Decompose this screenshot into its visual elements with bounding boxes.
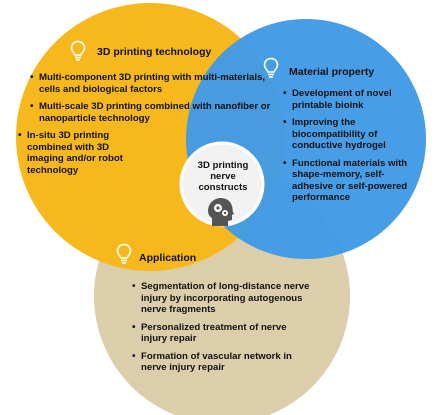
bullet-item: Personalized treatment of nerve injury r… bbox=[132, 322, 310, 345]
bullet-item: Segmentation of long-distance nerve inju… bbox=[132, 281, 310, 316]
application-bullets: Segmentation of long-distance nerve inju… bbox=[132, 281, 310, 380]
printing-bullets: Multi-component 3D printing with multi-m… bbox=[18, 72, 271, 182]
bullet-item: In-situ 3D printing combined with 3D ima… bbox=[18, 130, 137, 176]
bullet-item: Functional materials with shape-memory, … bbox=[283, 158, 415, 204]
lightbulb-icon bbox=[70, 40, 86, 61]
bullet-item: Multi-component 3D printing with multi-m… bbox=[30, 72, 271, 95]
application-title: Application bbox=[139, 252, 197, 264]
lightbulb-icon bbox=[263, 57, 279, 78]
bullet-item: Improving the biocompatibility of conduc… bbox=[283, 117, 415, 152]
bullet-item: Formation of vascular network in nerve i… bbox=[132, 351, 310, 374]
printing-title: 3D printing technology bbox=[97, 46, 212, 58]
bullet-item: Development of novel printable bioink bbox=[283, 88, 415, 111]
lightbulb-icon bbox=[116, 243, 132, 264]
material-title: Material property bbox=[289, 66, 375, 78]
head-gears-icon bbox=[208, 198, 234, 226]
bullet-item: Multi-scale 3D printing combined with na… bbox=[30, 101, 271, 124]
material-bullets: Development of novel printable bioinkImp… bbox=[283, 88, 415, 210]
center-label: 3D printing nerve constructs bbox=[197, 160, 249, 193]
